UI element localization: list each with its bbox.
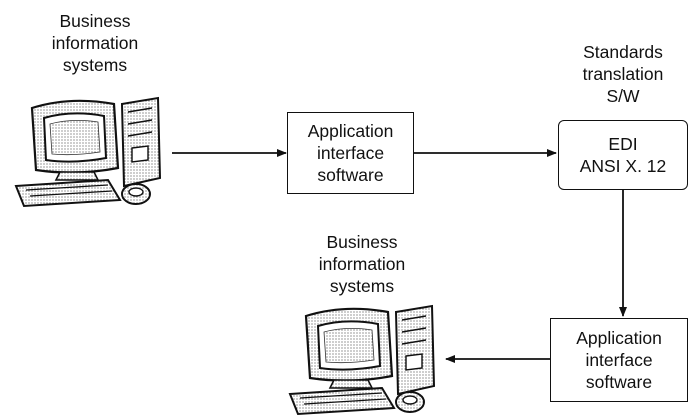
label-line: information [51, 33, 139, 53]
label-line: translation [582, 64, 664, 84]
box-line: Application [307, 121, 394, 141]
label-line: Standards [583, 42, 663, 62]
box-line: EDI [608, 134, 638, 154]
box-line: Application [576, 328, 662, 348]
label-line: S/W [606, 86, 640, 106]
label-line: Business [59, 11, 131, 31]
top-system-label: Business information systems [34, 10, 156, 76]
translator-label: Standards translation S/W [557, 41, 689, 107]
box-line: software [317, 165, 384, 185]
label-line: systems [62, 55, 128, 75]
label-line: systems [329, 276, 395, 296]
box-line: software [585, 372, 653, 392]
label-line: Business [326, 232, 398, 252]
computer-icon [288, 304, 436, 416]
computer-icon [14, 96, 162, 208]
label-line: information [318, 254, 406, 274]
application-interface-box-top: Application interface software [287, 112, 414, 194]
application-interface-box-bottom: Application interface software [550, 318, 688, 402]
box-line: ANSI X. 12 [579, 156, 667, 176]
bottom-system-label: Business information systems [296, 231, 428, 297]
box-line: interface [585, 350, 653, 370]
edi-standard-box: EDI ANSI X. 12 [558, 120, 688, 190]
box-line: interface [316, 143, 385, 163]
